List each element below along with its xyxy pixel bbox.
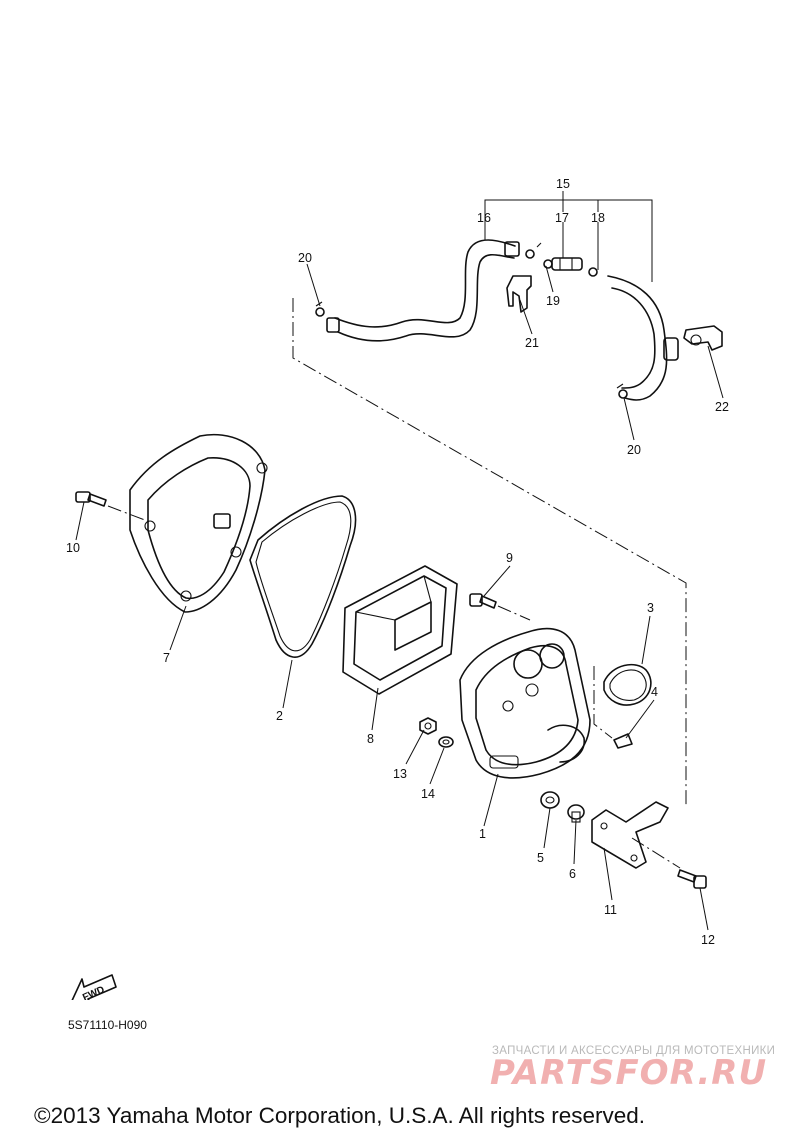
watermark-logo: PARTSFOR.RU (490, 1053, 768, 1093)
element-8 (342, 565, 458, 695)
callout-10: 10 (66, 541, 80, 555)
callout-22: 22 (715, 400, 729, 414)
watermark-caption: ЗАПЧАСТИ И АКСЕССУАРЫ ДЛЯ МОТОТЕХНИКИ (492, 1045, 776, 1057)
bracket-11 (591, 801, 669, 869)
clip-20-lower (616, 383, 628, 399)
callout-20-lower: 20 (627, 443, 641, 457)
callout-9: 9 (506, 551, 513, 565)
collar-6 (567, 804, 585, 823)
callout-7: 7 (163, 651, 170, 665)
gasket-2 (249, 495, 357, 658)
clip-19 (525, 242, 598, 277)
connector-17 (543, 257, 583, 271)
bracket-15 (484, 199, 653, 282)
callout-20-upper: 20 (298, 251, 312, 265)
assembly-dash-line-top (292, 298, 687, 805)
callout-13: 13 (393, 767, 407, 781)
fwd-arrow: FWD (69, 974, 117, 1006)
air-cleaner-case-1 (459, 627, 591, 779)
leader-lines (75, 222, 724, 931)
callout-14: 14 (421, 787, 435, 801)
callout-3: 3 (647, 601, 654, 615)
callout-1: 1 (479, 827, 486, 841)
exploded-view-drawing: FWD 15 16 17 18 19 20 21 22 20 (66, 177, 729, 1006)
callout-8: 8 (367, 732, 374, 746)
callout-labels: 15 16 17 18 19 20 21 22 20 10 7 2 8 9 3 … (66, 177, 729, 947)
callout-18: 18 (591, 211, 605, 225)
callout-15: 15 (556, 177, 570, 191)
callout-6: 6 (569, 867, 576, 881)
seal-3 (603, 663, 652, 706)
clip-20-upper (315, 301, 325, 317)
assembly-dash-line-side (593, 666, 613, 739)
hose-18 (607, 275, 679, 401)
figure-code: 5S71110-H090 (68, 1018, 147, 1032)
clip-4 (613, 733, 633, 749)
callout-12: 12 (701, 933, 715, 947)
washer-14 (438, 736, 454, 748)
callout-5: 5 (537, 851, 544, 865)
case-cover-7 (129, 433, 268, 613)
callout-16: 16 (477, 211, 491, 225)
callout-2: 2 (276, 709, 283, 723)
callout-11: 11 (604, 903, 617, 917)
callout-4: 4 (651, 685, 658, 699)
callout-21: 21 (525, 336, 539, 350)
bolt-10 (75, 491, 107, 507)
bolt-12 (677, 869, 707, 889)
copyright-notice: ©2013 Yamaha Motor Corporation, U.S.A. A… (34, 1103, 646, 1128)
bolt-9 (469, 593, 497, 609)
nut-13 (419, 717, 437, 735)
callout-19: 19 (546, 294, 560, 308)
hose-16 (326, 239, 520, 342)
clamp-22 (683, 325, 723, 351)
callout-17: 17 (555, 211, 569, 225)
holder-21 (506, 275, 532, 313)
grommet-5 (540, 791, 560, 809)
